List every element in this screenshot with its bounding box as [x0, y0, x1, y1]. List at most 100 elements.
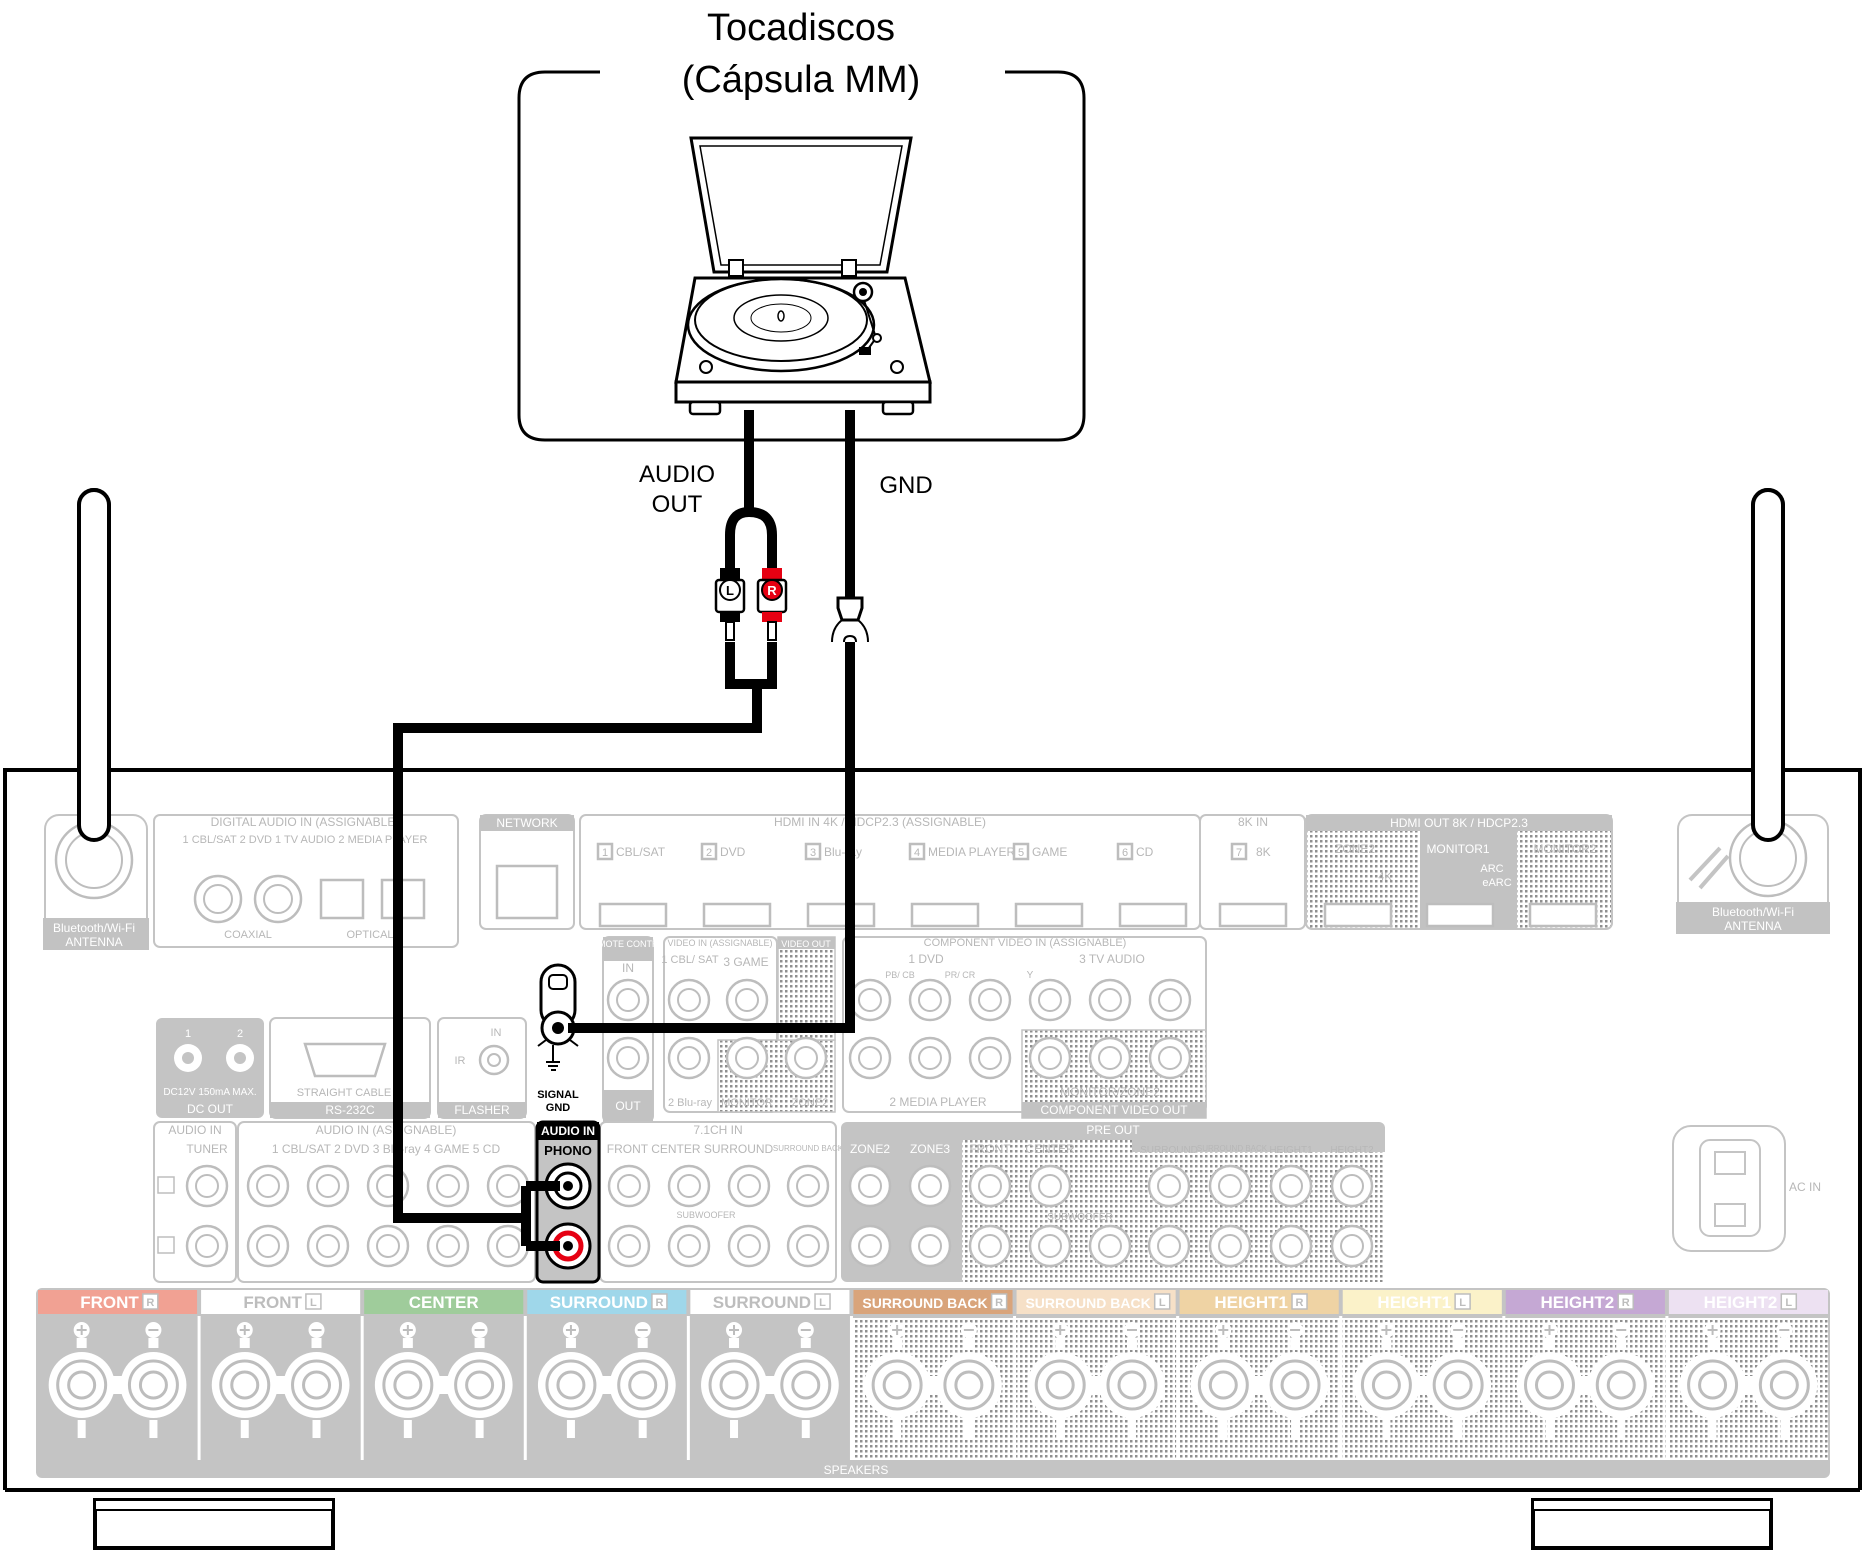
hdmi-8k-num: 7	[1236, 847, 1242, 859]
speaker-terminal-plus[interactable]	[1679, 1322, 1746, 1438]
device-box-frame	[517, 70, 1086, 442]
component-in-jack[interactable]	[1088, 978, 1132, 1022]
speaker-group-name: CENTER	[409, 1293, 479, 1312]
speaker-group-name: SURROUND	[713, 1293, 811, 1312]
component-in-jack[interactable]	[848, 1036, 892, 1080]
pre-out-jack[interactable]	[1028, 1224, 1072, 1268]
audio-in-tuner-header: AUDIO IN	[168, 1123, 221, 1137]
pre-out-jack[interactable]	[908, 1224, 952, 1268]
speaker-terminal-plus[interactable]	[1027, 1322, 1094, 1438]
speaker-terminal-minus[interactable]	[772, 1322, 839, 1438]
speaker-group-side: R	[146, 1297, 154, 1309]
speaker-group-side: L	[1459, 1297, 1466, 1309]
speaker-terminal-plus[interactable]	[864, 1322, 931, 1438]
dc-out-label: DC OUT	[187, 1102, 234, 1116]
analog-in-jack-right[interactable]	[486, 1224, 530, 1268]
pre-out-label: PRE OUT	[1086, 1123, 1140, 1137]
ch71-jack[interactable]	[727, 1224, 771, 1268]
pre-out-jack[interactable]	[968, 1224, 1012, 1268]
speakers-label: SPEAKERS	[824, 1463, 889, 1477]
pre-out-jack[interactable]	[848, 1164, 892, 1208]
remote-in-label: IN	[622, 961, 634, 975]
pre-out-jack[interactable]	[1088, 1224, 1132, 1268]
ch71-jack[interactable]	[667, 1224, 711, 1268]
speaker-terminal-plus[interactable]	[211, 1322, 278, 1438]
component-in-jack[interactable]	[968, 978, 1012, 1022]
speaker-terminal-plus[interactable]	[1516, 1322, 1583, 1438]
av-receiver: Bluetooth/Wi-Fi ANTENNA Bluetooth/Wi-Fi …	[3, 488, 1862, 1550]
component-y: Y	[1027, 970, 1034, 981]
phono-input[interactable]: AUDIO IN PHONO	[535, 1120, 601, 1284]
speaker-terminal-plus[interactable]	[537, 1322, 604, 1438]
signal-gnd-terminal[interactable]: SIGNAL GND	[537, 963, 579, 1114]
video-out-label: VIDEO OUT	[781, 939, 831, 949]
analog-in-jack-right[interactable]	[246, 1224, 290, 1268]
speaker-terminal-plus[interactable]	[374, 1322, 441, 1438]
ch71-jack[interactable]	[667, 1164, 711, 1208]
speaker-terminal-minus[interactable]	[935, 1322, 1002, 1438]
pre-out-jack[interactable]	[1147, 1164, 1191, 1208]
device-title-line1: Tocadiscos	[707, 7, 895, 49]
pre-out-jack[interactable]	[1269, 1164, 1313, 1208]
pre-out-jack[interactable]	[848, 1224, 892, 1268]
speaker-terminal-minus[interactable]	[1751, 1322, 1818, 1438]
analog-in-jack-left[interactable]	[306, 1164, 350, 1208]
speaker-terminal-minus[interactable]	[1262, 1322, 1329, 1438]
ch71-jack[interactable]	[607, 1224, 651, 1268]
ethernet-port	[495, 864, 559, 920]
speaker-terminal-minus[interactable]	[609, 1322, 676, 1438]
component-in-jack[interactable]	[1148, 978, 1192, 1022]
ch71-jack[interactable]	[727, 1164, 771, 1208]
antenna-left-label-1: Bluetooth/Wi-Fi	[53, 921, 135, 935]
hdmi-in-port-name: DVD	[720, 845, 746, 859]
component-in-jack[interactable]	[908, 978, 952, 1022]
pre-out-jack[interactable]	[1269, 1224, 1313, 1268]
speaker-terminal-plus[interactable]	[1190, 1322, 1257, 1438]
pre-out-jack[interactable]	[1208, 1164, 1252, 1208]
speaker-terminal-minus[interactable]	[1588, 1322, 1655, 1438]
analog-in-jack-left[interactable]	[246, 1164, 290, 1208]
speaker-terminal-minus[interactable]	[1425, 1322, 1492, 1438]
speaker-terminal-minus[interactable]	[283, 1322, 350, 1438]
pre-out-jack[interactable]	[1028, 1164, 1072, 1208]
ch71-jack[interactable]	[786, 1224, 830, 1268]
analog-in-jack-right[interactable]	[306, 1224, 350, 1268]
pre-zone2: ZONE2	[850, 1142, 890, 1156]
ch71-jack[interactable]	[786, 1164, 830, 1208]
component-in-jack[interactable]	[1028, 978, 1072, 1022]
hdmi-in-port-number: 6	[1122, 847, 1128, 859]
speaker-terminal-minus[interactable]	[1098, 1322, 1165, 1438]
speaker-group-side: R	[1296, 1297, 1304, 1309]
pre-out-jack[interactable]	[1208, 1224, 1252, 1268]
pre-out-jack[interactable]	[968, 1164, 1012, 1208]
component-in-jack[interactable]	[908, 1036, 952, 1080]
pre-out-jack[interactable]	[908, 1164, 952, 1208]
speaker-terminal-minus[interactable]	[446, 1322, 513, 1438]
analog-in-jack-left[interactable]	[426, 1164, 470, 1208]
ch71-jack[interactable]	[607, 1164, 651, 1208]
component-in-jack[interactable]	[968, 1036, 1012, 1080]
hdmi-in-port-name: CBL/SAT	[616, 845, 666, 859]
speaker-terminal-plus[interactable]	[1353, 1322, 1420, 1438]
pre-out-jack[interactable]	[1147, 1224, 1191, 1268]
speaker-group-side: R	[655, 1297, 663, 1309]
pre-out-jack[interactable]	[1330, 1224, 1374, 1268]
analog-in-jack-right[interactable]	[426, 1224, 470, 1268]
speaker-terminal-plus[interactable]	[48, 1322, 115, 1438]
speaker-terminal-minus[interactable]	[120, 1322, 187, 1438]
pre-out-jack[interactable]	[1330, 1164, 1374, 1208]
pre-zone3: ZONE3	[910, 1142, 950, 1156]
pre-height2: HEIGHT2	[1330, 1145, 1374, 1156]
analog-in-jack-right[interactable]	[366, 1224, 410, 1268]
speaker-terminal-plus[interactable]	[701, 1322, 768, 1438]
network-label: NETWORK	[496, 816, 557, 830]
component-in-jack[interactable]	[848, 978, 892, 1022]
